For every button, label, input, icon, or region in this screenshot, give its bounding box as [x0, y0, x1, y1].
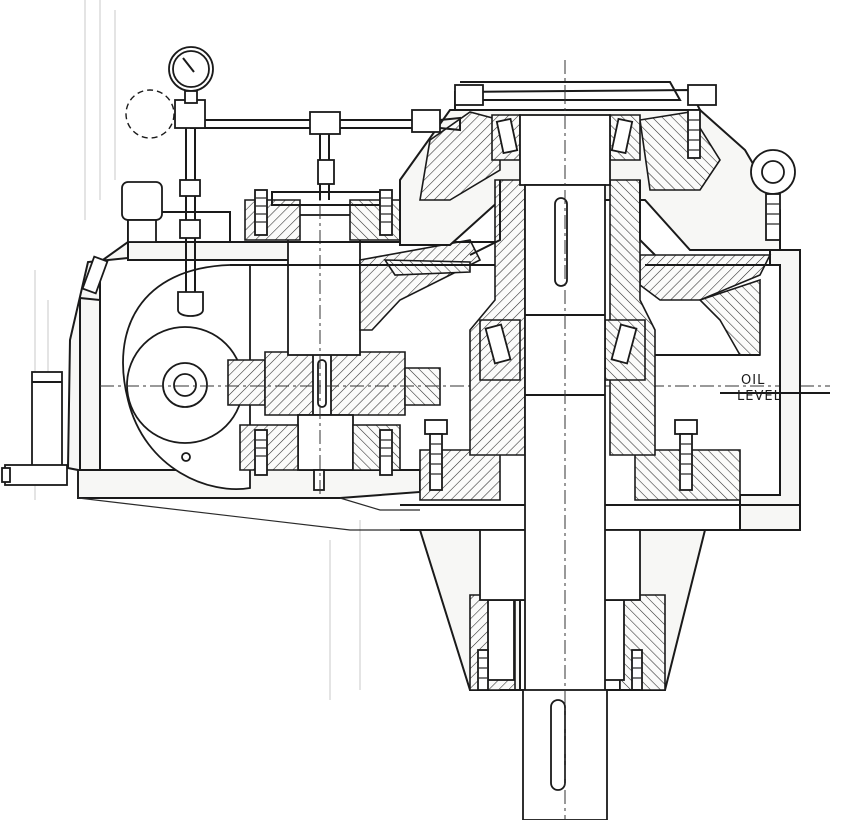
lifting-eye-bolt [750, 149, 796, 241]
main-output-shaft [519, 60, 611, 820]
oil-level-label: OIL LEVEL [737, 374, 782, 404]
oil-label-line1: OIL [741, 373, 766, 388]
center-web [230, 239, 501, 331]
middle-bearings [479, 319, 646, 381]
main-hub [469, 179, 656, 456]
main-housing [400, 249, 801, 531]
breather-cap [121, 181, 163, 243]
inspection-plug [81, 255, 109, 295]
intermediate-shaft [239, 180, 411, 495]
large-gear-wheel [122, 264, 251, 490]
drain-pipe [1, 371, 68, 486]
pressure-gauge-icon [168, 46, 214, 104]
oil-label-line2: LEVEL [737, 389, 782, 404]
lube-piping [125, 89, 461, 317]
